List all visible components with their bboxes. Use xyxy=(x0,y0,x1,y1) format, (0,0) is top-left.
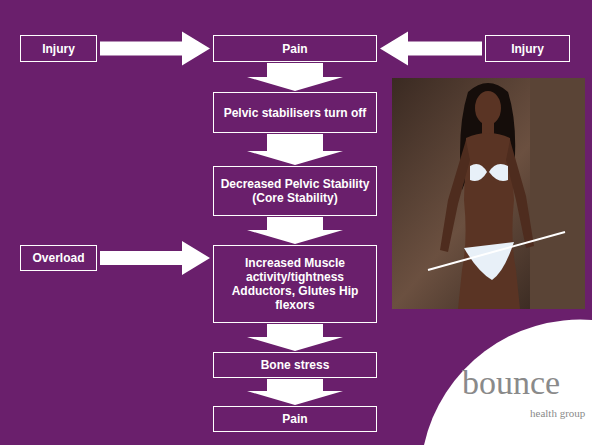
box-text: Pain xyxy=(276,409,313,429)
process-box: Overload xyxy=(20,245,97,271)
block-arrow xyxy=(247,63,343,91)
logo-ground xyxy=(424,320,592,445)
model-photo xyxy=(392,78,585,309)
block-arrow xyxy=(380,32,482,66)
box-text: Bone stress xyxy=(255,355,336,375)
logo-text: bounce xyxy=(462,366,560,400)
process-box: Pelvic stabilisers turn off xyxy=(213,92,377,133)
box-text: Overload xyxy=(26,248,90,268)
process-box: Decreased Pelvic Stability (Core Stabili… xyxy=(213,166,377,216)
block-arrow xyxy=(247,134,343,165)
block-arrow xyxy=(247,217,343,244)
process-box: Pain xyxy=(213,406,377,432)
block-arrow xyxy=(100,32,210,66)
block-arrow xyxy=(247,324,343,351)
logo-subtext: health group xyxy=(530,408,585,419)
block-arrow xyxy=(247,379,343,405)
box-text: Increased Muscle activity/tightness Addu… xyxy=(214,253,376,315)
process-box: Increased Muscle activity/tightness Addu… xyxy=(213,245,377,323)
box-text: Injury xyxy=(505,39,550,59)
process-box: Injury xyxy=(485,35,570,62)
process-box: Pain xyxy=(213,35,377,62)
box-text: Pelvic stabilisers turn off xyxy=(218,103,373,123)
box-text: Decreased Pelvic Stability (Core Stabili… xyxy=(214,174,376,208)
block-arrow xyxy=(100,241,210,275)
box-text: Injury xyxy=(36,39,81,59)
box-text: Pain xyxy=(276,39,313,59)
process-box: Bone stress xyxy=(213,352,377,378)
process-box: Injury xyxy=(20,35,97,62)
